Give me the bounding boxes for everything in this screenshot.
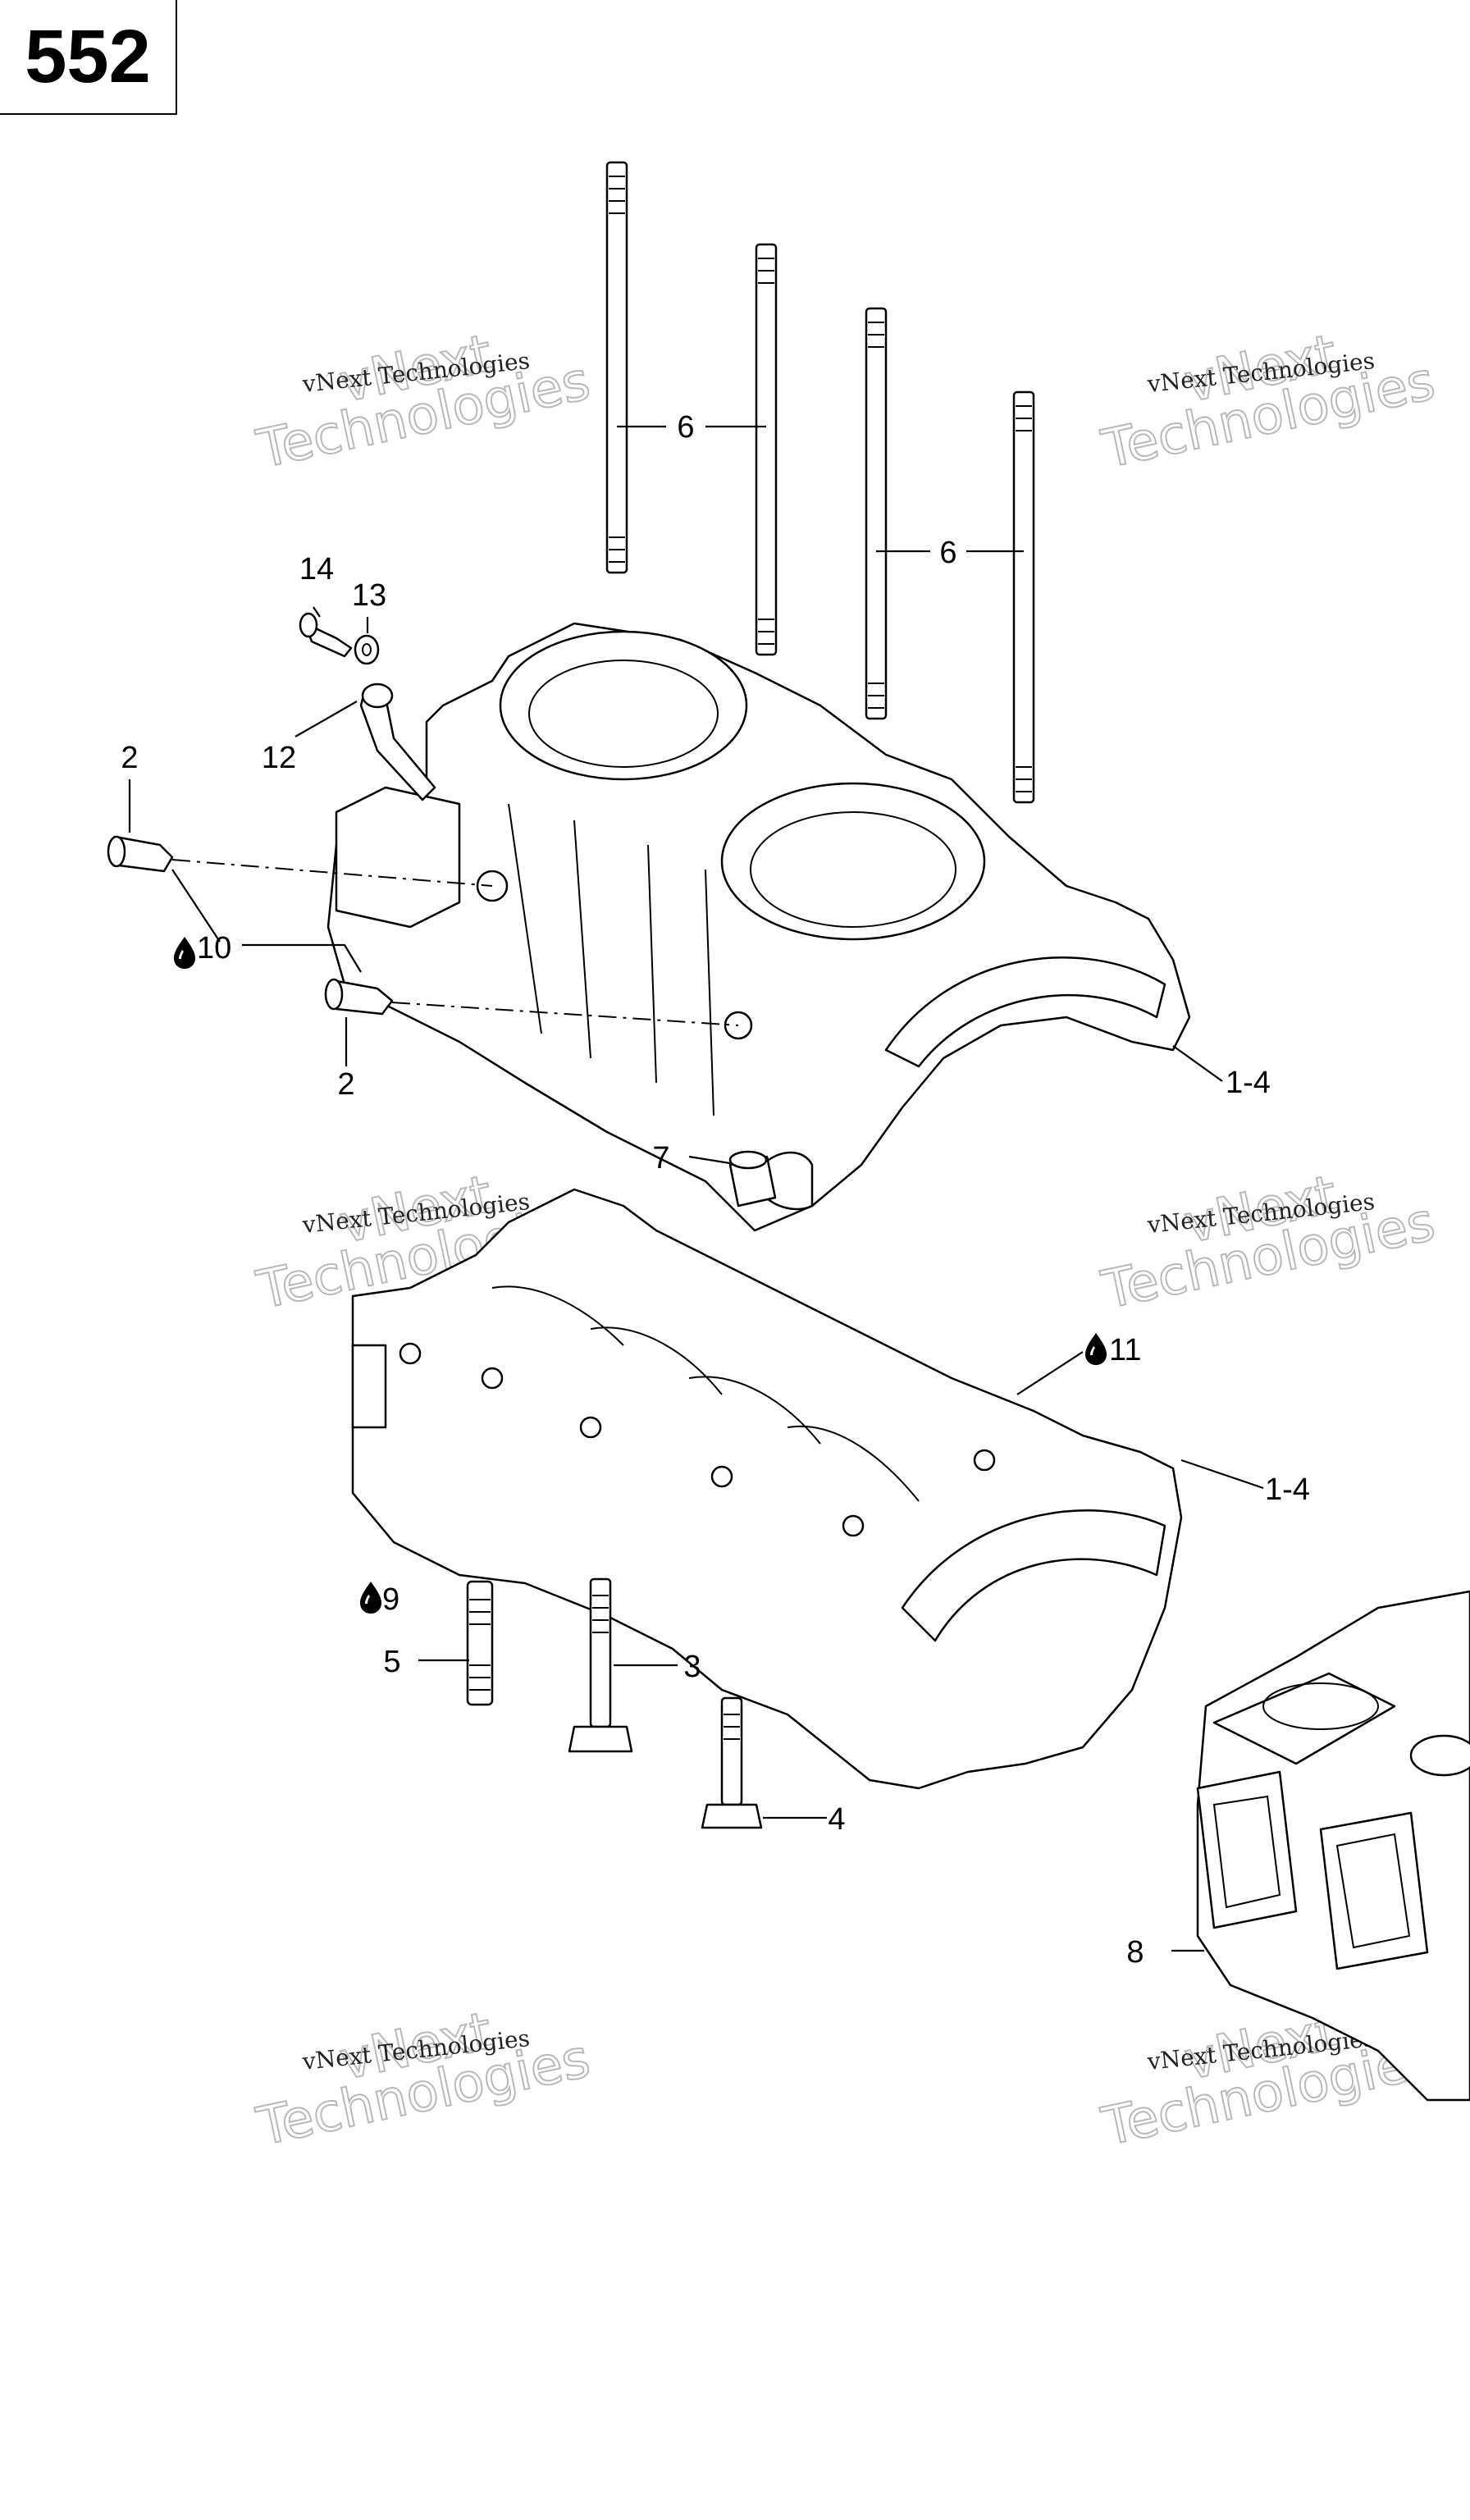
callout-3: 3 <box>683 1650 701 1684</box>
watermark-top-left: Technologies vNext vNext Technologies <box>251 322 596 481</box>
stud-6-3 <box>865 307 888 720</box>
callout-2-upper: 2 <box>121 741 138 775</box>
stud-5 <box>466 1580 494 1706</box>
bolt-3 <box>568 1577 633 1753</box>
watermark-mid-right: Technologies vNext vNext Technologies <box>1096 1163 1441 1322</box>
elbow-fitting-12 <box>359 682 436 801</box>
callout-5: 5 <box>383 1645 400 1679</box>
centerline-upper <box>171 859 493 887</box>
callout-11: 11 <box>1109 1333 1141 1367</box>
stud-6-2 <box>755 243 778 656</box>
page-number-box: 552 <box>0 0 177 115</box>
callout-12: 12 <box>262 741 296 775</box>
leader-lines <box>128 425 1264 1952</box>
callout-6-a: 6 <box>677 410 694 445</box>
centerline-lower <box>391 1002 739 1026</box>
callout-7: 7 <box>652 1141 669 1176</box>
oil-drop-icon <box>1085 1333 1107 1365</box>
callout-1-4-upper: 1-4 <box>1226 1066 1271 1100</box>
bolt-4 <box>701 1696 763 1829</box>
callout-6-b: 6 <box>939 536 956 570</box>
page-number: 552 <box>25 14 151 98</box>
oil-drop-icon <box>174 937 195 969</box>
washer-13 <box>354 634 380 665</box>
fitting-2-lower <box>324 978 394 1016</box>
callout-14: 14 <box>299 552 334 587</box>
callout-13: 13 <box>352 578 386 613</box>
callout-10: 10 <box>197 931 231 966</box>
stud-6-4 <box>1012 390 1035 804</box>
callout-9: 9 <box>382 1582 399 1617</box>
callout-1-4-lower: 1-4 <box>1265 1472 1310 1507</box>
upper-crankcase <box>326 622 1191 1232</box>
callout-2-lower: 2 <box>337 1067 354 1102</box>
screw-14 <box>299 612 353 658</box>
engine-assembly-8 <box>1196 1590 1470 2102</box>
lower-crankcase <box>351 1188 1183 1790</box>
oil-drop-icon <box>360 1582 381 1614</box>
watermark-top-right: Technologies vNext vNext Technologies <box>1096 322 1441 481</box>
callout-8: 8 <box>1126 1935 1144 1970</box>
watermark-bottom-left: Technologies vNext vNext Technologies <box>251 2000 596 2158</box>
callout-4: 4 <box>828 1802 845 1837</box>
plug-7 <box>728 1150 777 1208</box>
fitting-2-upper <box>107 835 174 873</box>
stud-6-1 <box>605 161 628 574</box>
